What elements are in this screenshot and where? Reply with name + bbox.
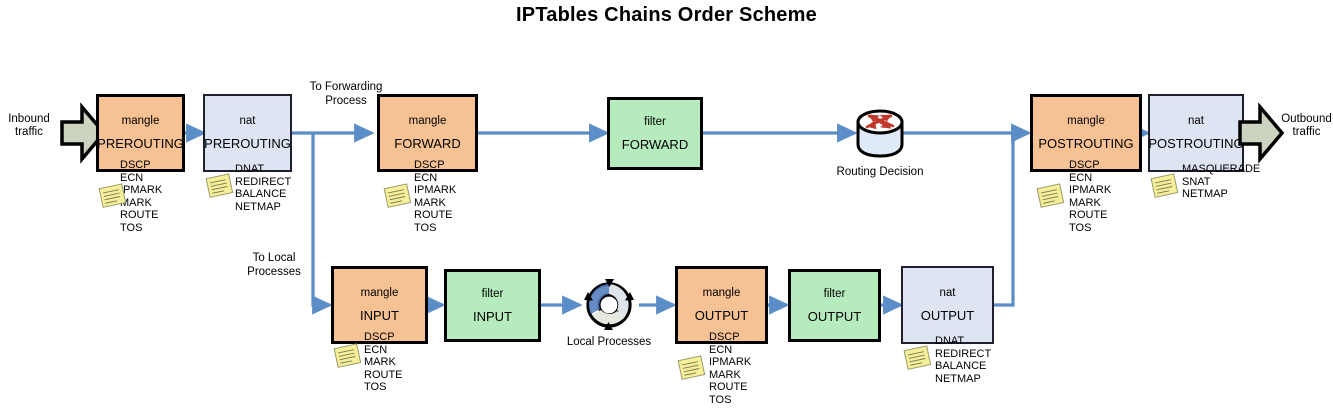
- sticky-note-icon: [383, 183, 412, 208]
- sticky-note-icon: [333, 343, 362, 368]
- targets-mangle-output: DSCP ECN IPMARK MARK ROUTE TOS: [709, 331, 752, 406]
- chain-label: INPUT: [360, 308, 399, 323]
- chain-box-mangle-prerouting[interactable]: mangle PREROUTING: [96, 94, 185, 172]
- targets-nat-output: DNAT REDIRECT BALANCE NETMAP: [935, 335, 992, 385]
- sticky-note-icon: [903, 345, 932, 370]
- table-label: filter: [644, 115, 666, 128]
- targets-mangle-forward: DSCP ECN IPMARK MARK ROUTE TOS: [414, 159, 457, 234]
- chain-label: FORWARD: [394, 136, 461, 151]
- chain-box-mangle-input[interactable]: mangle INPUT: [331, 266, 428, 344]
- targets-nat-prerouting: DNAT REDIRECT BALANCE NETMAP: [235, 163, 292, 213]
- sticky-note-icon: [1150, 173, 1179, 198]
- inbound-traffic-label: Inbound traffic: [8, 113, 50, 138]
- page-title: IPTables Chains Order Scheme: [516, 4, 817, 26]
- process-cycle-icon: [584, 279, 634, 330]
- local-processes-caption: Local Processes: [566, 336, 652, 348]
- table-label: mangle: [360, 287, 399, 299]
- outbound-traffic-label: Outbound traffic: [1281, 113, 1332, 138]
- outbound-block-arrow-icon: [1238, 102, 1284, 164]
- table-label: mangle: [408, 115, 447, 127]
- table-label: mangle: [121, 115, 160, 127]
- table-label: filter: [823, 287, 846, 300]
- chain-label: POSTROUTING: [1148, 136, 1244, 151]
- routing-decision-caption: Routing Decision: [836, 166, 924, 178]
- table-label: filter: [481, 287, 504, 300]
- chain-label: OUTPUT: [807, 308, 862, 324]
- targets-nat-postrouting: MASQUERADE SNAT NETMAP: [1182, 163, 1261, 201]
- router-icon: [856, 109, 904, 158]
- sticky-note-icon: [98, 183, 127, 208]
- table-label: mangle: [702, 287, 741, 299]
- chain-box-nat-postrouting[interactable]: nat POSTROUTING: [1148, 94, 1244, 172]
- table-label: mangle: [1067, 115, 1105, 127]
- chain-label: PREROUTING: [204, 136, 291, 151]
- table-label: nat: [1188, 115, 1204, 127]
- chain-box-filter-forward[interactable]: filter FORWARD: [607, 97, 703, 170]
- chain-label: INPUT: [473, 308, 512, 324]
- chain-label: OUTPUT: [920, 308, 975, 323]
- targets-mangle-postrouting: DSCP ECN IPMARK MARK ROUTE TOS: [1069, 159, 1112, 234]
- targets-mangle-prerouting: DSCP ECN IPMARK MARK ROUTE TOS: [120, 159, 163, 234]
- chain-label: OUTPUT: [694, 308, 749, 323]
- chain-box-mangle-output[interactable]: mangle OUTPUT: [675, 266, 768, 344]
- chain-box-filter-output[interactable]: filter OUTPUT: [788, 269, 881, 342]
- inbound-block-arrow-icon: [60, 102, 106, 164]
- sticky-note-icon: [1036, 183, 1065, 208]
- sticky-note-icon: [205, 173, 234, 198]
- chain-label: POSTROUTING: [1038, 136, 1134, 151]
- chain-box-mangle-forward[interactable]: mangle FORWARD: [377, 94, 478, 172]
- sticky-note-icon: [677, 355, 706, 380]
- chain-label: PREROUTING: [97, 136, 184, 151]
- to-local-processes-label: To Local Processes: [247, 252, 301, 278]
- chain-label: FORWARD: [621, 136, 689, 152]
- chain-box-mangle-postrouting[interactable]: mangle POSTROUTING: [1030, 94, 1142, 172]
- table-label: nat: [239, 115, 256, 127]
- chain-box-nat-output[interactable]: nat OUTPUT: [901, 266, 994, 344]
- to-forwarding-process-label: To Forwarding Process: [309, 81, 383, 107]
- table-label: nat: [939, 287, 956, 299]
- targets-mangle-input: DSCP ECN MARK ROUTE TOS: [364, 331, 403, 394]
- chain-box-filter-input[interactable]: filter INPUT: [444, 269, 541, 342]
- chain-box-nat-prerouting[interactable]: nat PREROUTING: [203, 94, 292, 172]
